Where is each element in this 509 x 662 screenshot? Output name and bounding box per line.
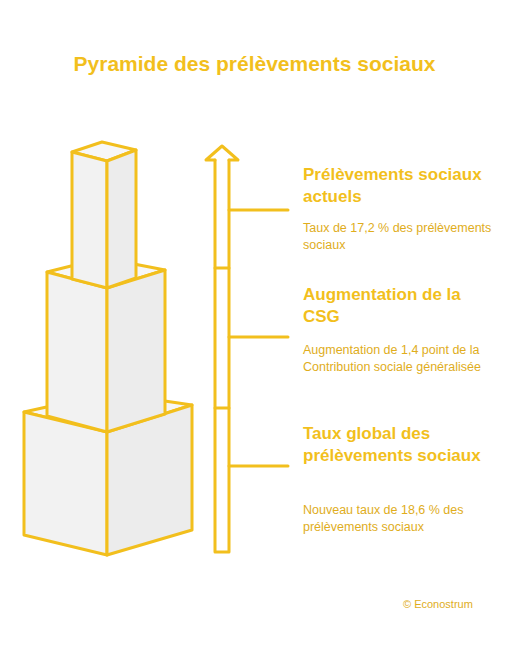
diagram-title: Pyramide des prélèvements sociaux <box>0 52 509 76</box>
block-front <box>47 272 107 432</box>
arrow-shaft <box>215 160 229 552</box>
watermark: © Econostrum <box>403 598 473 610</box>
block-front <box>72 152 107 288</box>
block-side <box>107 150 136 288</box>
block-front <box>24 412 107 555</box>
section-heading: Taux global des prélèvements sociaux <box>303 423 488 467</box>
section-heading: Prélèvements sociaux actuels <box>303 164 488 208</box>
block-side <box>107 270 165 432</box>
arrow-head <box>206 146 238 160</box>
section-body: Nouveau taux de 18,6 % des prélèvements … <box>303 502 493 536</box>
leader-line <box>229 209 288 212</box>
section-heading: Augmentation de la CSG <box>303 284 488 328</box>
section-body: Augmentation de 1,4 point de la Contribu… <box>303 342 493 376</box>
arrow-divider <box>215 267 229 270</box>
leader-line <box>229 465 288 468</box>
section-body: Taux de 17,2 % des prélèvements sociaux <box>303 220 493 254</box>
leader-line <box>229 336 288 339</box>
arrow-divider <box>215 407 229 410</box>
